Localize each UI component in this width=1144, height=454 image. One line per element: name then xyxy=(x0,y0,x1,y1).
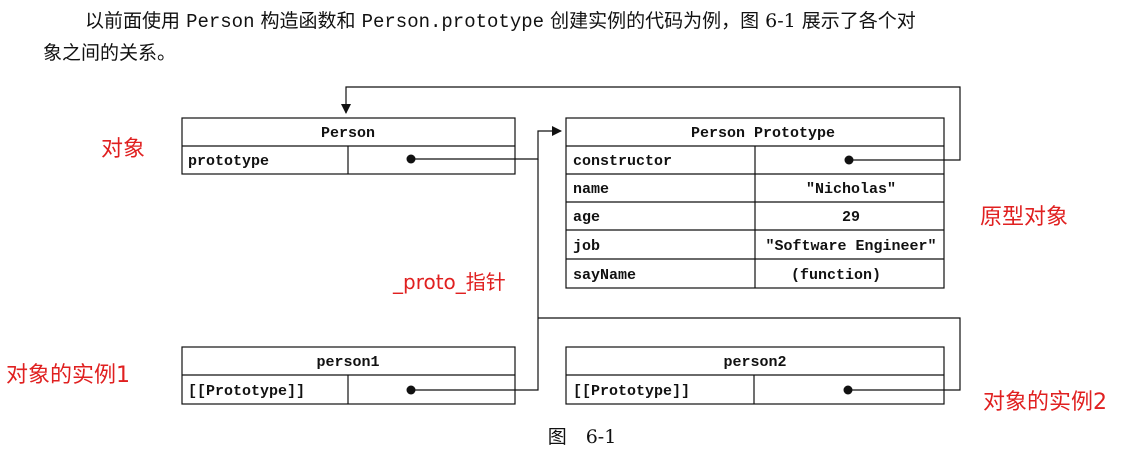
annotation-instance1: 对象的实例1 xyxy=(6,363,130,388)
intro-code-person: Person xyxy=(186,11,255,33)
intro-code-person-prototype: Person.prototype xyxy=(361,11,545,33)
prototype-arrow xyxy=(411,126,562,160)
constructor-arrow xyxy=(341,86,961,161)
prototype-row-name-value: "Nicholas" xyxy=(806,181,896,198)
annotation-object: 对象 xyxy=(101,137,145,162)
prototype-row-sayname-label: sayName xyxy=(573,267,636,284)
prototype-row-name-label: name xyxy=(573,181,609,198)
person1-prototype-label: [[Prototype]] xyxy=(188,383,305,400)
person2-box: person2 [[Prototype]] xyxy=(565,346,945,405)
figure-caption: 图 6-1 xyxy=(548,426,617,448)
annotation-proto-pointer: _proto_指针 xyxy=(392,270,506,294)
person-prototype-label: prototype xyxy=(188,153,269,170)
intro-text-2: 构造函数和 xyxy=(260,10,356,32)
person1-box-title: person1 xyxy=(316,354,379,371)
prototype-row-job-value: "Software Engineer" xyxy=(765,238,936,255)
prototype-row-age-value: 29 xyxy=(842,209,860,226)
prototype-row-constructor-label: constructor xyxy=(573,153,672,170)
person-prototype-box: Person Prototype constructor name "Nicho… xyxy=(565,117,945,289)
intro-text-1: 以前面使用 xyxy=(85,10,181,32)
intro-line-1: 以前面使用 Person 构造函数和 Person.prototype 创建实例… xyxy=(85,6,916,33)
intro-text-3: 创建实例的代码为例，图 6-1 展示了各个对 xyxy=(550,10,916,32)
annotation-prototype-object: 原型对象 xyxy=(980,205,1068,230)
person-box-title: Person xyxy=(321,125,375,142)
person2-proto-line xyxy=(538,317,961,391)
person1-box: person1 [[Prototype]] xyxy=(181,346,516,405)
person1-proto-line xyxy=(411,159,539,391)
prototype-row-age-label: age xyxy=(573,209,600,226)
intro-line-2: 象之间的关系。 xyxy=(43,42,177,64)
person2-prototype-label: [[Prototype]] xyxy=(573,383,690,400)
prototype-box-title: Person Prototype xyxy=(691,125,835,142)
person2-box-title: person2 xyxy=(723,354,786,371)
annotation-instance2: 对象的实例2 xyxy=(983,390,1107,415)
person-box: Person prototype xyxy=(181,117,516,175)
prototype-row-sayname-value: (function) xyxy=(791,267,881,284)
prototype-row-job-label: job xyxy=(573,238,600,255)
